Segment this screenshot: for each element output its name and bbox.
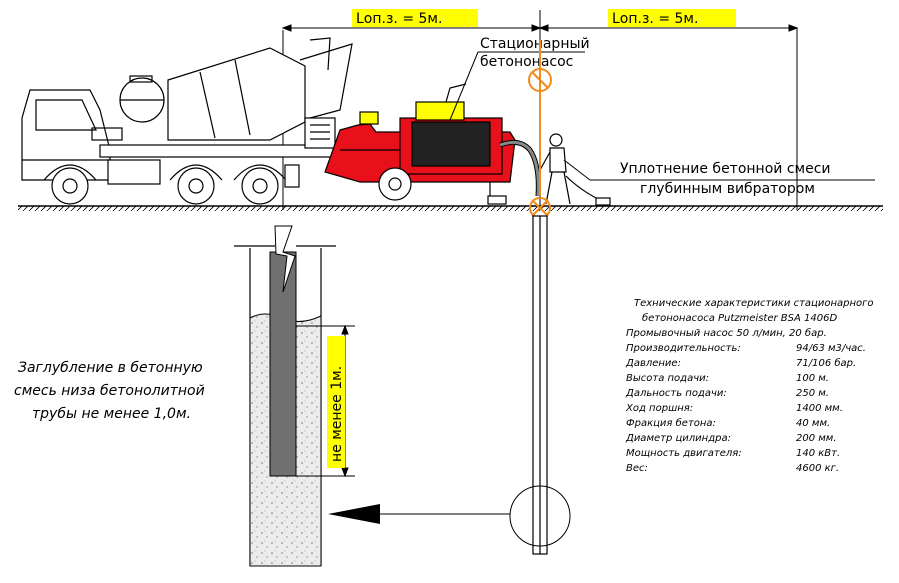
pointer-arrow [328, 504, 510, 524]
spec-row-label: Диаметр цилиндра: [625, 433, 731, 444]
spec-row-value: 94/63 м3/час. [796, 343, 866, 354]
spec-row-label: Промывочный насос 50 л/мин, 20 бар. [626, 327, 827, 339]
vibrator-callout-line2: глубинным вибратором [640, 181, 815, 197]
pump-callout: Стационарный бетононасос [449, 36, 590, 121]
spec-row-label: Производительность: [626, 343, 741, 354]
dimension-label-right: Lоп.з. = 5м. [612, 11, 698, 27]
vibrator-callout-line1: Уплотнение бетонной смеси [620, 161, 831, 177]
ground-line [18, 205, 883, 211]
spec-row-value: 100 м. [796, 373, 829, 384]
spec-row-label: Высота подачи: [626, 373, 709, 384]
spec-row-label: Дальность подачи: [625, 388, 727, 399]
specs-rows: Промывочный насос 50 л/мин, 20 бар. Произ… [625, 327, 866, 474]
specs-title2: бетононасоса Putzmeister BSA 1406D [642, 312, 837, 324]
spec-row-value: 4600 кг. [796, 463, 839, 474]
spec-row-label: Фракция бетона: [626, 417, 716, 429]
spec-row-label: Давление: [625, 358, 681, 369]
spec-row-value: 1400 мм. [796, 403, 843, 414]
vibrator-callout: Уплотнение бетонной смеси глубинным вибр… [563, 159, 875, 197]
spec-row-label: Вес: [626, 463, 648, 474]
note-line1: Заглубление в бетонную [18, 360, 203, 376]
pump-specs: Технические характеристики стационарного… [625, 298, 874, 474]
depth-label-bg [327, 336, 345, 468]
pile-borehole [234, 225, 336, 567]
spec-row-value: 40 мм. [796, 418, 830, 429]
concrete-pump [324, 83, 516, 205]
note-line3: трубы не менее 1,0м. [32, 406, 191, 422]
tremie-pipe [532, 215, 548, 555]
spec-row-value: 140 кВт. [796, 448, 840, 459]
pump-callout-line2: бетононасос [480, 54, 573, 70]
dimension-label-right-bg [608, 9, 736, 27]
pump-callout-line1: Стационарный [480, 36, 590, 52]
detail-circle [509, 485, 571, 547]
dimension-label-left: Lоп.з. = 5м. [356, 11, 442, 27]
depth-note: Заглубление в бетонную смесь низа бетоно… [14, 360, 205, 422]
pump-hose-inner [499, 140, 540, 197]
concrete-mixer-truck [21, 37, 356, 205]
worker-with-vibrator [539, 133, 611, 206]
spec-row-value: 71/106 бар. [796, 357, 856, 369]
specs-title1: Технические характеристики стационарного [634, 298, 874, 309]
spec-row-value: 250 м. [796, 388, 829, 399]
depth-label: не менее 1м. [329, 366, 345, 462]
note-line2: смесь низа бетонолитной [14, 383, 205, 399]
spec-row-label: Ход поршня: [625, 403, 693, 414]
dimension-label-left-bg [352, 9, 478, 27]
spec-row-label: Мощность двигателя: [626, 448, 742, 459]
spec-row-value: 200 мм. [796, 433, 837, 444]
no-entry-marker [528, 40, 552, 196]
